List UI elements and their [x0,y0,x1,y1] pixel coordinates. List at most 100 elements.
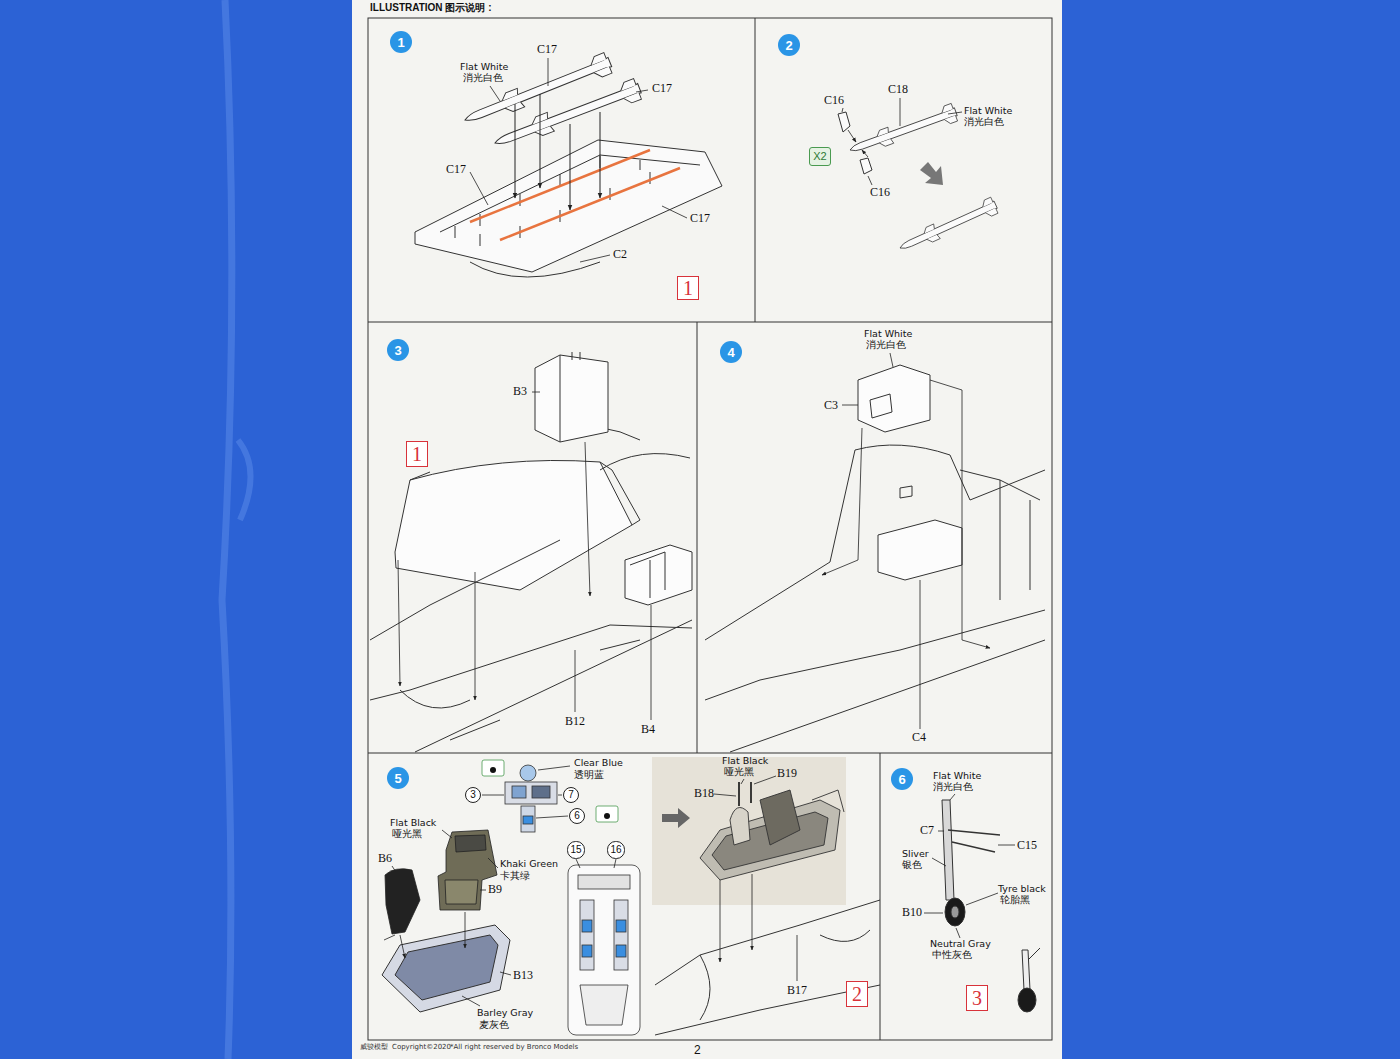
table-crease [238,440,251,520]
leader-lines [848,130,856,142]
paint-color: Sliver [902,849,929,859]
leader-lines [822,353,990,729]
cockpit-fuselage [560,352,580,442]
footer-note: Copyright©2020 [392,1044,451,1052]
instrument-panel [596,806,618,822]
paint-color: 消光白色 [933,782,973,792]
paint-color: Khaki Green [500,859,558,869]
leader-lines [538,766,570,770]
step-number: 2 [778,34,800,56]
leader-lines [585,442,590,596]
part-number: C16 [870,186,890,199]
paint-color: Flat Black [722,756,768,766]
node-text: 1 [412,444,422,464]
cockpit-assembly [739,782,751,806]
instrument-panel-views [616,945,626,957]
leader-lines [956,928,960,938]
leader-lines [470,172,488,205]
panel-frames [697,322,698,753]
paint-color: Tyre black [998,884,1046,894]
leader-lines [797,935,798,981]
cockpit-assembly [662,808,690,828]
panel-frames [755,18,756,322]
cockpit-fuselage [705,610,1045,752]
part-number: C17 [537,43,557,56]
leader-lines [924,794,1015,938]
ejection-seat [455,835,486,852]
missile-rail-parts [838,112,850,132]
cockpit-assembly [760,790,800,845]
cockpit-tub [395,935,498,1000]
leader-lines [548,58,549,86]
callout-number: 3 [465,787,481,803]
part-number: C17 [652,82,672,95]
leader-lines [400,935,405,958]
callout-number: 7 [563,787,579,803]
cockpit-fuselage [858,365,930,432]
leader-lines [470,58,687,262]
leader-lines [754,776,776,784]
instrument-panel-views [578,875,630,889]
inset-photo [652,757,846,905]
missile-tray [455,156,650,246]
part-number: C2 [613,248,627,261]
landing-gear [942,800,1040,1012]
leader-lines [465,912,466,948]
part-number: C7 [920,824,934,837]
cockpit-fuselage [400,640,640,740]
ejection-seat [445,880,478,904]
leader-lines [488,858,498,868]
node-text: 7 [568,790,574,800]
cockpit-fuselage [370,620,692,752]
leader-lines [462,996,480,1006]
landing-gear [942,800,954,900]
table-crease [222,0,251,1059]
instrument-panel-views [582,945,592,957]
callout-number: 16 [607,841,624,858]
missile-rail-parts [847,103,959,159]
assembly-arrows [515,94,600,210]
landing-gear [1022,948,1040,990]
panel-frames [368,322,1052,323]
node-text: 2 [852,984,862,1004]
paper-sheet [352,0,1062,1059]
fuselage-section [655,900,880,985]
panel-frames [368,18,1052,1040]
node-text: 15 [570,845,581,855]
cockpit-assembly [662,782,844,880]
leader-lines [842,405,858,406]
leader-lines [475,572,476,700]
step-number: 3 [387,339,409,361]
page-number: 2 [694,1044,701,1057]
paint-color: 消光白色 [463,73,503,83]
leader-lines [842,108,843,112]
instrument-panel-views [614,900,628,970]
instrument-panel [490,767,496,773]
page-title: ILLUSTRATION 图示说明 : [370,2,491,13]
landing-gear [951,906,959,918]
instrument-panel [482,760,504,776]
missile-rail-parts [920,162,943,185]
ejection-seat [385,869,420,934]
leader-lines [862,150,868,157]
assembly-arrows [540,94,541,188]
leader-lines [392,866,396,872]
instrument-panel-views [616,920,626,932]
paint-color: Neutral Gray [930,939,991,949]
ejection-seat [384,935,395,940]
leader-lines [662,206,687,218]
cockpit-fuselage [900,486,912,498]
leader-lines [398,392,651,720]
landing-gear [945,898,965,926]
instrument-panel-views [580,900,594,970]
missile-tray [415,140,722,272]
leader-lines [720,880,721,962]
leader-lines [480,890,486,891]
missile-tray [470,150,680,240]
instrument-panel [523,816,533,824]
part-number: B19 [777,767,797,780]
leader-lines [938,831,944,832]
missile-rail-parts [860,158,872,174]
leader-lines [482,795,504,796]
